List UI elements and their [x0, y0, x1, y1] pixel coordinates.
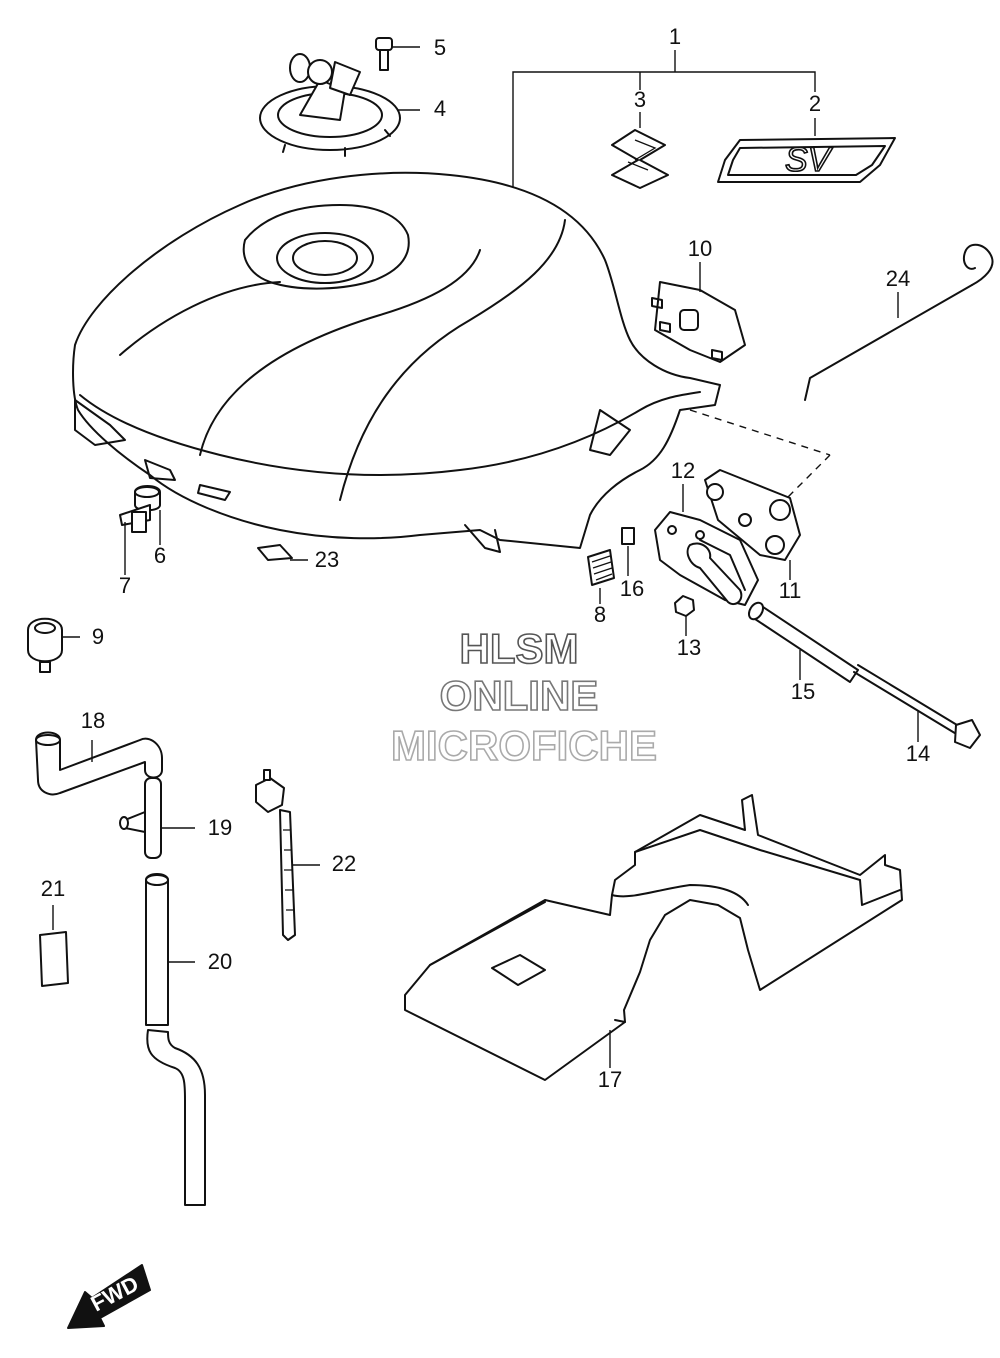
callout-13: 13: [677, 635, 701, 660]
watermark: HLSM ONLINE MICROFICHE: [390, 624, 658, 770]
label-21: [39, 905, 69, 987]
bolt-5: [375, 37, 420, 71]
callout-16: 16: [620, 576, 644, 601]
callout-1: 1: [669, 24, 681, 49]
callout-labels: 1 2 3 4 5 6 7 8 9 10 11 12 13 14 15 16 1…: [41, 24, 930, 1092]
callout-18: 18: [81, 708, 105, 733]
clip-16: [621, 527, 635, 576]
watermark-line-3: MICROFICHE: [391, 722, 657, 769]
pipe-15: [747, 601, 859, 683]
fuel-cap-4: [259, 53, 401, 157]
callout-11: 11: [779, 578, 802, 603]
emblem-s-3: [611, 129, 669, 189]
hose-18: [35, 731, 163, 796]
watermark-line-2: ONLINE: [440, 672, 599, 719]
assembly-dashed-lines: [689, 409, 831, 501]
joint-19: [119, 777, 195, 859]
watermark-line-1: HLSM: [460, 625, 579, 672]
hinge-11: [704, 469, 801, 561]
grommet-6: [134, 485, 161, 545]
tie-strap-22: [255, 769, 320, 941]
callout-20: 20: [208, 949, 232, 974]
callout-19: 19: [208, 815, 232, 840]
callout-21: 21: [41, 876, 65, 901]
callout-7: 7: [119, 573, 131, 598]
callout-4: 4: [434, 96, 446, 121]
callout-17: 17: [598, 1067, 622, 1092]
rod-24: [804, 243, 994, 401]
bracket-12: [654, 484, 759, 606]
sheet-23: [257, 544, 308, 561]
callout-6: 6: [154, 543, 166, 568]
callout-3: 3: [634, 87, 646, 112]
emblem-sv-2: SV: [717, 137, 896, 183]
bolt-14: [853, 664, 981, 749]
tray-17: [404, 794, 903, 1081]
callout-22: 22: [332, 851, 356, 876]
callout-24: 24: [886, 266, 910, 291]
bracket-1-leader: [512, 50, 816, 198]
forward-arrow: FWD: [67, 1264, 151, 1329]
damper-7: [119, 504, 151, 575]
cushion-8: [587, 549, 615, 604]
bracket-10: [651, 262, 746, 363]
callout-12: 12: [671, 458, 695, 483]
nut-13: [674, 595, 695, 636]
callout-10: 10: [688, 236, 712, 261]
cap-9: [27, 617, 80, 673]
callout-15: 15: [791, 679, 815, 704]
callout-8: 8: [594, 602, 606, 627]
fuel-tank: [72, 171, 721, 553]
callout-2: 2: [809, 91, 821, 116]
callout-5: 5: [434, 35, 446, 60]
hose-20: [145, 873, 206, 1206]
callout-23: 23: [315, 547, 339, 572]
sv-emblem-text: SV: [785, 141, 834, 179]
callout-9: 9: [92, 624, 104, 649]
callout-14: 14: [906, 741, 930, 766]
